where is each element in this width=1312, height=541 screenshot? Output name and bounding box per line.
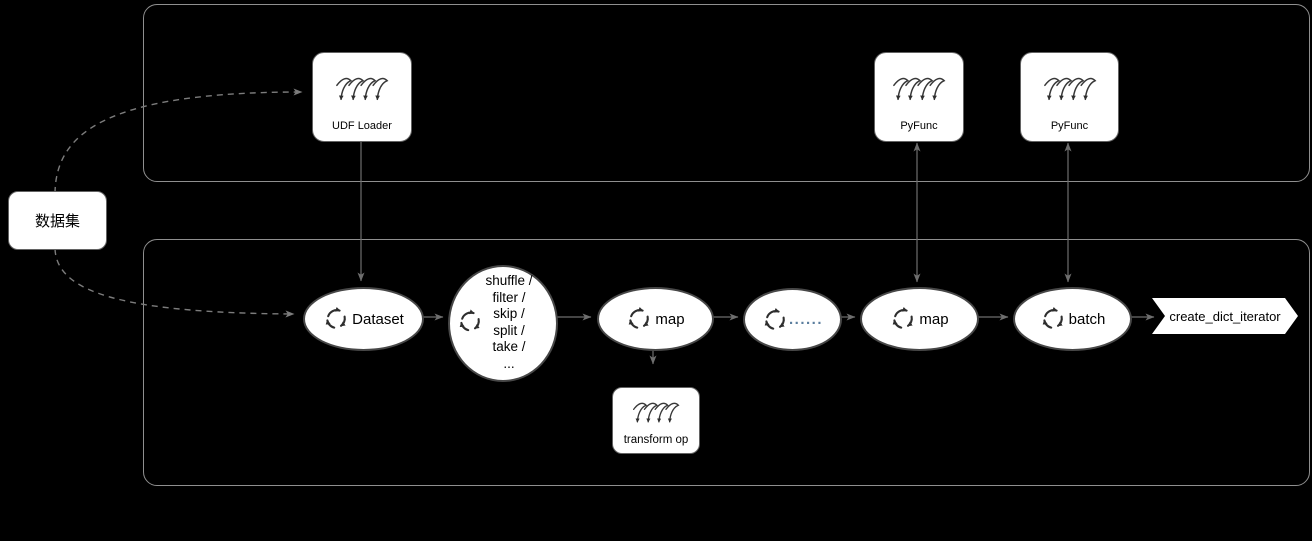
ops-circle-labels: shuffle / filter / skip / split / take /… [450, 273, 556, 372]
dataset-label: Dataset [352, 310, 404, 328]
pyfunc-map-label: PyFunc [900, 120, 938, 132]
worker-arrows-icon [313, 53, 411, 120]
create-dict-iterator-node: create_dict_iterator [1152, 298, 1298, 334]
ops-line: skip / [493, 306, 525, 321]
pyfunc-batch-label: PyFunc [1050, 120, 1089, 132]
map2-label: map [919, 310, 949, 328]
worker-arrows-icon [1021, 53, 1118, 120]
ops-line: filter / [492, 289, 526, 305]
ops-line: take / [492, 339, 526, 354]
loop-icon [626, 306, 652, 332]
batch-node: batch [1013, 287, 1132, 351]
transform-op-node: transform op [612, 387, 700, 454]
pyfunc-map-node: PyFunc [874, 52, 964, 142]
loop-icon [890, 306, 916, 332]
loop-icon [323, 306, 349, 332]
loop-icon [1040, 306, 1066, 332]
ellipsis-node: ...... [743, 288, 842, 351]
map1-label: map [655, 310, 685, 328]
pyfunc-batch-node: PyFunc [1020, 52, 1119, 142]
udf-loader-node: UDF Loader [312, 52, 412, 142]
dataset-source-label: 数据集 [34, 213, 80, 230]
pipeline-layer-container [143, 239, 1310, 486]
ops-circle-node: shuffle / filter / skip / split / take /… [448, 265, 558, 382]
loop-icon [762, 307, 788, 333]
map2-node: map [860, 287, 979, 351]
map1-node: map [597, 287, 714, 351]
worker-arrows-icon [875, 53, 963, 120]
transform-op-label: transform op [623, 434, 689, 446]
ellipsis-label: ...... [788, 311, 823, 328]
worker-arrows-icon [613, 388, 699, 434]
batch-label: batch [1068, 310, 1106, 328]
ops-line: shuffle / [485, 273, 533, 288]
dataset-source-node: 数据集 [8, 191, 107, 250]
create-dict-iterator-label: create_dict_iterator [1169, 308, 1281, 324]
ops-line: split / [493, 322, 525, 338]
udf-loader-label: UDF Loader [332, 120, 392, 132]
ops-line: ... [503, 355, 515, 371]
dataset-node: Dataset [303, 287, 424, 351]
